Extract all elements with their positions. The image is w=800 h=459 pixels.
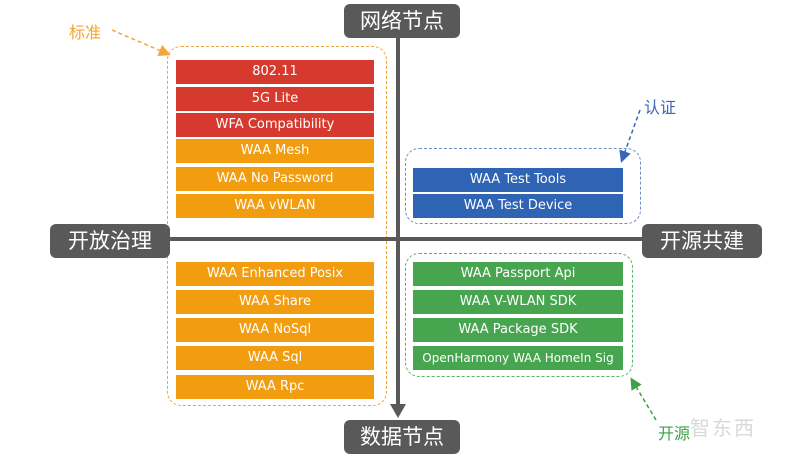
standard-item: WAA No Password bbox=[176, 167, 374, 191]
axis-label-top: 网络节点 bbox=[344, 4, 460, 38]
standard-item: WAA Rpc bbox=[176, 375, 374, 399]
vertical-axis-arrow bbox=[390, 404, 406, 418]
standard-item: WAA NoSql bbox=[176, 318, 374, 342]
standard-item: WAA Sql bbox=[176, 346, 374, 370]
category-label-open-source: 开源 bbox=[658, 424, 691, 443]
standard-item: WAA Mesh bbox=[176, 139, 374, 163]
standard-item: WAA Share bbox=[176, 290, 374, 314]
open-source-connector bbox=[630, 377, 657, 421]
standard-item: 5G Lite bbox=[176, 87, 374, 111]
axis-label-bottom: 数据节点 bbox=[344, 420, 460, 454]
category-label-standard: 标准 bbox=[69, 23, 102, 42]
axis-label-left: 开放治理 bbox=[50, 224, 170, 258]
open-source-item: OpenHarmony WAA HomeIn Sig bbox=[413, 346, 623, 370]
standard-item: WAA vWLAN bbox=[176, 194, 374, 218]
certification-item: WAA Test Tools bbox=[413, 168, 623, 192]
certification-item: WAA Test Device bbox=[413, 194, 623, 218]
open-source-item: WAA V-WLAN SDK bbox=[413, 290, 623, 314]
watermark-logo: 智东西 bbox=[690, 416, 756, 440]
standard-item: WFA Compatibility bbox=[176, 113, 374, 137]
open-source-group-box bbox=[405, 253, 633, 377]
standard-item: WAA Enhanced Posix bbox=[176, 262, 374, 286]
open-source-item: WAA Passport Api bbox=[413, 262, 623, 286]
standard-connector bbox=[111, 29, 171, 56]
horizontal-axis bbox=[160, 237, 650, 241]
certification-group-box bbox=[405, 148, 641, 224]
standard-item: 802.11 bbox=[176, 60, 374, 84]
category-label-certification: 认证 bbox=[644, 98, 677, 117]
axis-label-right: 开源共建 bbox=[642, 224, 762, 258]
open-source-item: WAA Package SDK bbox=[413, 318, 623, 342]
vertical-axis bbox=[396, 30, 400, 412]
certification-connector bbox=[619, 109, 641, 163]
